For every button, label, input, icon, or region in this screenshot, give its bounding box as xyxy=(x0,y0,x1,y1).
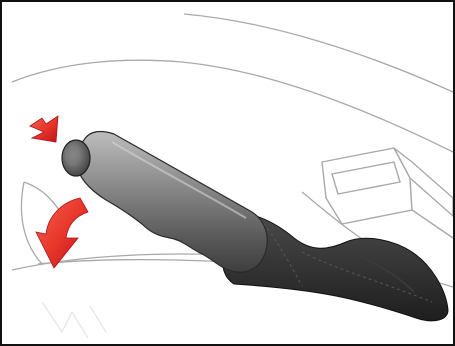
release-button xyxy=(62,140,90,176)
seat-belt-buckle-icon xyxy=(322,148,453,238)
lever-grip xyxy=(76,132,267,273)
push-button-arrow-icon xyxy=(30,116,58,142)
release-down-arrow-icon xyxy=(36,198,88,268)
watermark xyxy=(42,302,106,338)
handbrake-illustration xyxy=(2,2,453,344)
